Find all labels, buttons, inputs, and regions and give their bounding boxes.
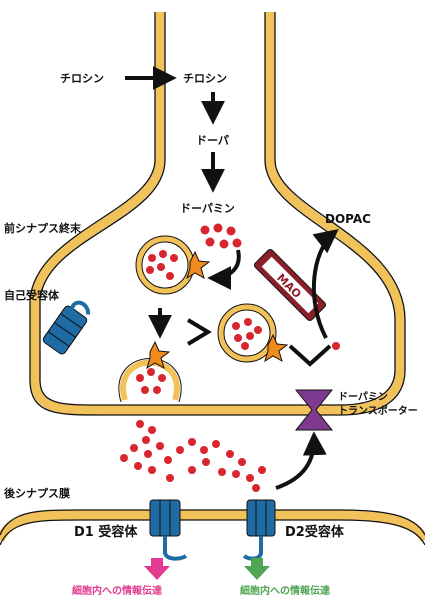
dopamine-at-mao	[332, 342, 340, 350]
synaptic-cleft-dopamine	[120, 420, 266, 492]
d1-receptor-label: D1 受容体	[74, 524, 138, 540]
mao-to-dopac-arrow	[314, 232, 335, 338]
d2-receptor-label: D2受容体	[285, 524, 345, 540]
dopamine-label: ドーパミン	[180, 202, 235, 215]
dopa-label: ドーパ	[196, 134, 229, 147]
dopamine-into-vesicle-arrow	[212, 250, 239, 278]
transporter-label-line1: ドーパミン	[338, 391, 388, 403]
d1-signal-arrow	[144, 558, 170, 580]
reuptake-merge-arrow	[290, 346, 330, 364]
d1-signal-label: 細胞内への情報伝達	[72, 584, 162, 597]
d2-signal-arrow	[244, 558, 270, 580]
autoreceptor-label: 自己受容体	[4, 288, 60, 302]
vesicle-converge-arrow	[188, 320, 208, 344]
d1-receptor-icon	[150, 500, 186, 559]
dopac-label: DOPAC	[325, 212, 371, 226]
postsynaptic-membrane-label: 後シナプス膜	[4, 486, 70, 500]
postsynaptic-membrane	[0, 510, 425, 545]
d2-receptor-icon	[244, 500, 275, 559]
d2-signal-label: 細胞内への情報伝達	[240, 584, 330, 597]
autoreceptor-icon	[42, 297, 94, 356]
cytosolic-dopamine-cluster	[201, 224, 242, 249]
tyrosine-outside-label: チロシン	[60, 72, 104, 85]
presynaptic-terminal-label: 前シナプス終末	[4, 221, 82, 235]
reuptake-arrow	[276, 436, 314, 488]
vesicle-upper-left	[136, 236, 194, 294]
tyrosine-inside-label: チロシン	[183, 72, 227, 85]
transporter-label-line2: トランスポーター	[338, 404, 418, 417]
